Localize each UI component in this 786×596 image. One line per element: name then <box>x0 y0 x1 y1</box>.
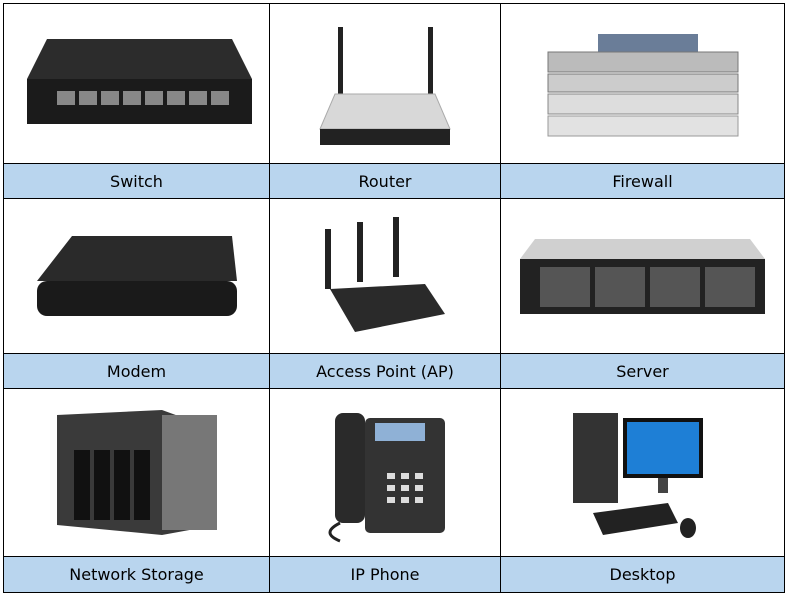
ip-phone-icon <box>328 412 445 542</box>
switch-icon <box>26 38 252 124</box>
device-label-network-storage: Network Storage <box>4 557 270 593</box>
desktop-image <box>501 389 785 557</box>
firewall-icon <box>547 33 738 136</box>
desktop-icon <box>572 412 703 538</box>
network-storage-image <box>4 389 270 557</box>
server-icon <box>520 238 765 314</box>
router-image <box>270 4 501 164</box>
device-label-ip-phone: IP Phone <box>270 557 501 593</box>
switch-image <box>4 4 270 164</box>
device-label-switch: Switch <box>4 164 270 199</box>
device-label-access-point: Access Point (AP) <box>270 354 501 389</box>
device-label-firewall: Firewall <box>501 164 785 199</box>
firewall-image <box>501 4 785 164</box>
access-point-icon <box>325 216 445 332</box>
modem-icon <box>36 236 237 316</box>
ip-phone-image <box>270 389 501 557</box>
device-label-router: Router <box>270 164 501 199</box>
device-label-server: Server <box>501 354 785 389</box>
device-label-modem: Modem <box>4 354 270 389</box>
access-point-image <box>270 199 501 354</box>
network-devices-table: Switch Router Firewall Modem Access Poin… <box>3 3 785 593</box>
device-label-desktop: Desktop <box>501 557 785 593</box>
modem-image <box>4 199 270 354</box>
server-image <box>501 199 785 354</box>
network-storage-icon <box>56 410 217 535</box>
router-icon <box>319 26 451 145</box>
